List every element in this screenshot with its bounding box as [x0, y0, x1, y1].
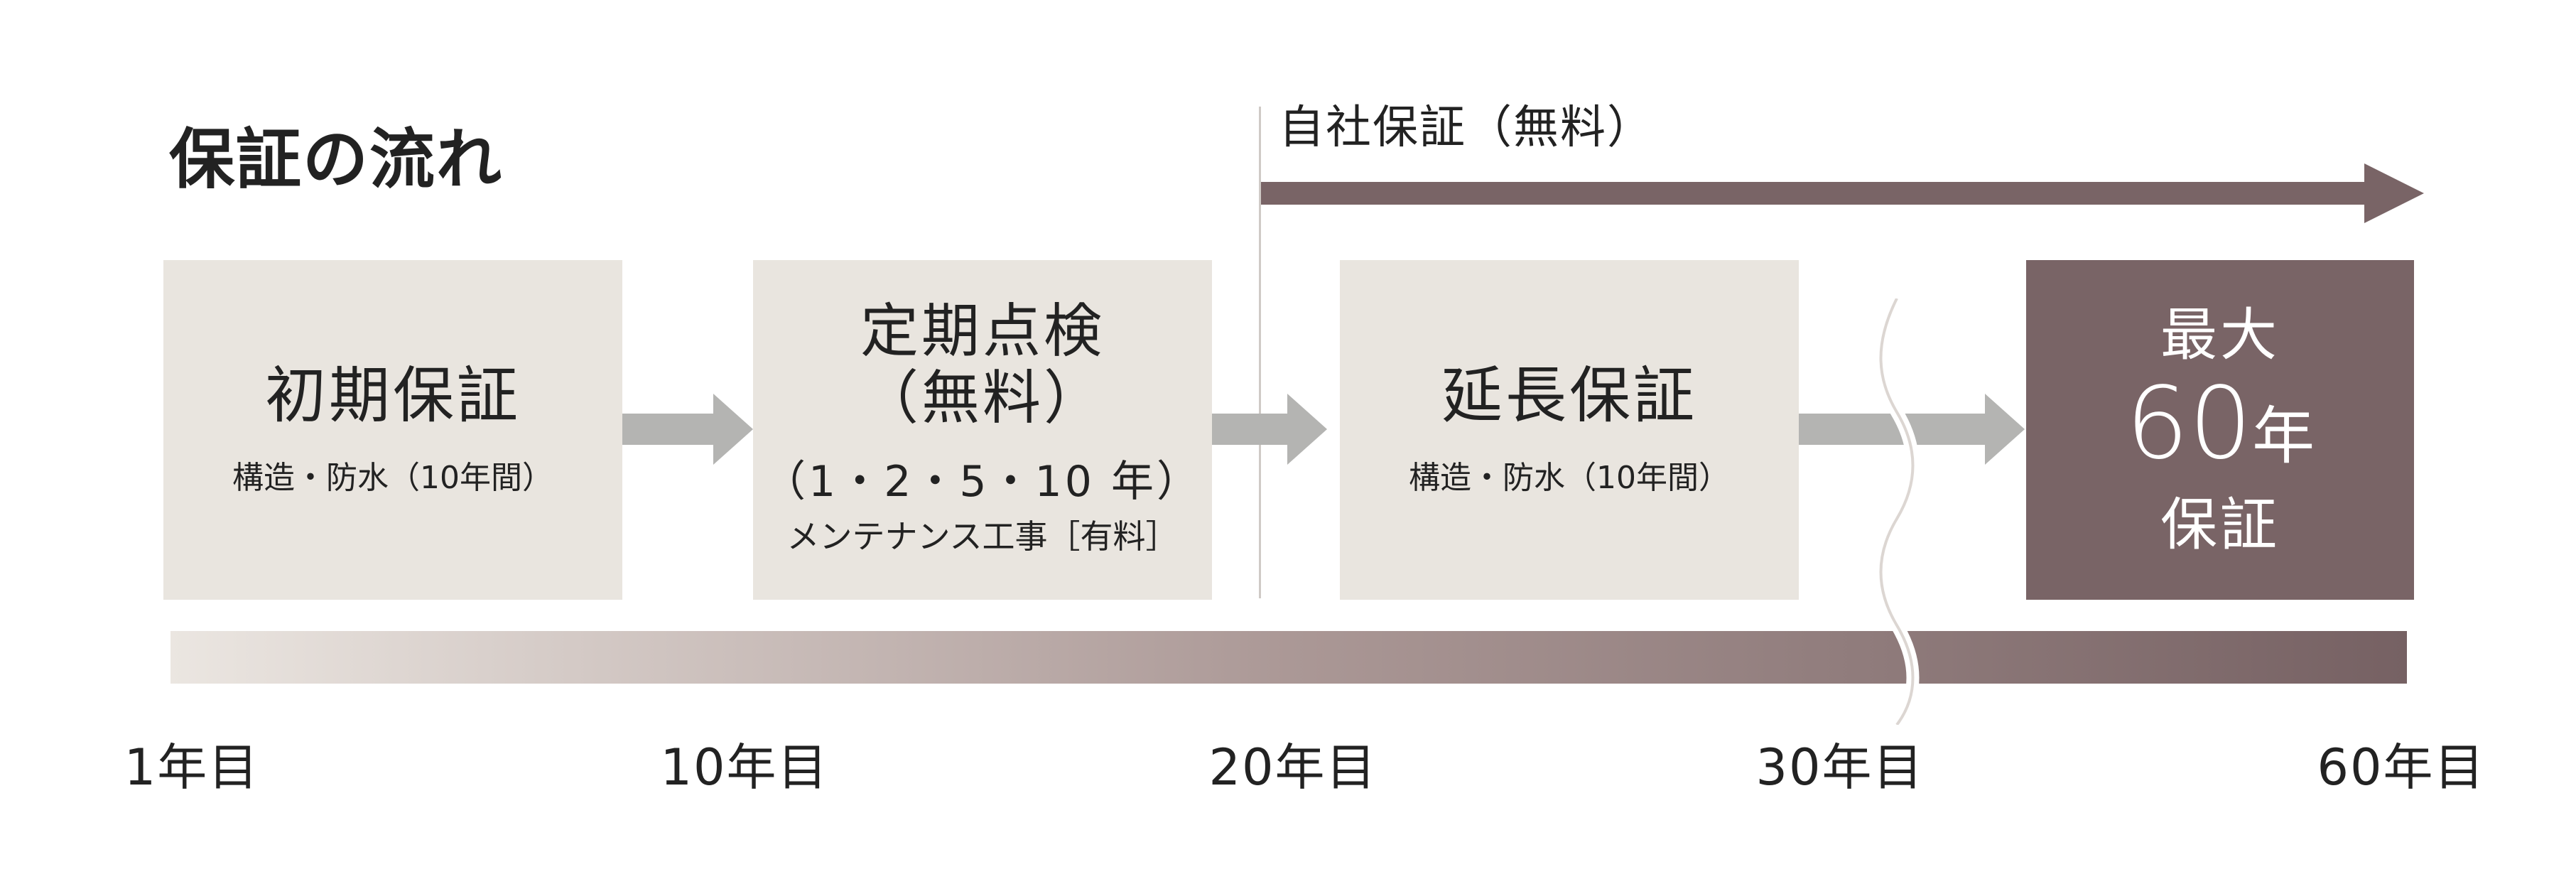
max-warranty-box: 最大 60 年 保証	[2026, 260, 2414, 600]
initial-warranty-title: 初期保証	[265, 360, 521, 431]
initial-warranty-box: 初期保証 構造・防水（10年間）	[163, 260, 622, 600]
inspection-box: 定期点検 （無料） （1・2・5・10 年） メンテナンス工事［有料］	[753, 260, 1212, 600]
arrow-right-icon	[622, 394, 753, 465]
timeline-label-year-60: 60年目	[2317, 738, 2486, 797]
inspection-schedule: （1・2・5・10 年）	[763, 457, 1202, 507]
max-warranty-suffix: 保証	[2160, 491, 2280, 558]
max-warranty-year-unit: 年	[2252, 399, 2315, 473]
timeline-label-year-30: 30年目	[1755, 738, 1925, 797]
max-warranty-years: 60 年	[2125, 365, 2315, 490]
initial-warranty-detail: 構造・防水（10年間）	[232, 460, 553, 496]
inspection-free-label: （無料）	[860, 365, 1105, 432]
max-warranty-number: 60	[2125, 365, 2253, 482]
inspection-maintenance-detail: メンテナンス工事［有料］	[786, 517, 1179, 556]
page-title: 保証の流れ	[169, 122, 504, 198]
extended-warranty-detail: 構造・防水（10年間）	[1409, 460, 1730, 496]
timeline-label-year-1: 1年目	[124, 738, 260, 797]
long-arrow-right-icon	[1259, 163, 2424, 223]
extended-warranty-box: 延長保証 構造・防水（10年間）	[1340, 260, 1799, 600]
arrow-right-icon	[1212, 394, 1327, 465]
max-warranty-label: 最大	[2160, 301, 2280, 368]
self-warranty-label: 自社保証（無料）	[1279, 102, 1654, 154]
timeline-label-year-20: 20年目	[1208, 738, 1378, 797]
divider-line	[1259, 107, 1261, 598]
timeline-gradient-bar	[171, 631, 2407, 684]
extended-warranty-title: 延長保証	[1441, 360, 1697, 431]
inspection-title: 定期点検	[860, 298, 1105, 365]
timeline-label-year-10: 10年目	[660, 738, 829, 797]
wavy-break-line-icon	[1874, 298, 1920, 725]
